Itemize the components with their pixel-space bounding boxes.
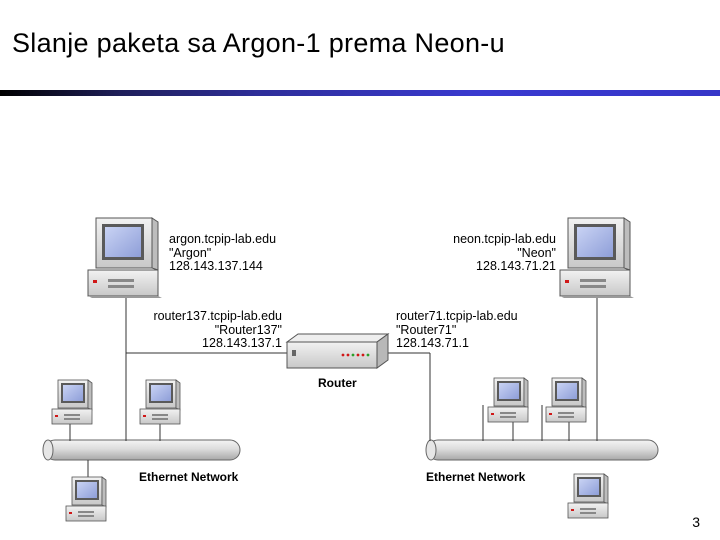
- router71-ip: 128.143.71.1: [396, 336, 469, 350]
- neon-host-label: neon.tcpip-lab.edu "Neon" 128.143.71.21: [453, 232, 556, 274]
- argon-hostname: argon.tcpip-lab.edu: [169, 232, 277, 246]
- desktop-computer-icon: [487, 377, 529, 423]
- neon-ip: 128.143.71.21: [476, 259, 556, 273]
- argon-host-label: argon.tcpip-lab.edu "Argon" 128.143.137.…: [169, 232, 277, 274]
- argon-ip: 128.143.137.144: [169, 259, 263, 273]
- neon-alias: "Neon": [517, 245, 556, 260]
- neon-workstation-icon: [559, 217, 635, 299]
- router-caption: Router: [318, 376, 357, 390]
- page-title: Slanje paketa sa Argon-1 prema Neon-u: [12, 28, 505, 58]
- argon-alias: "Argon": [169, 245, 212, 260]
- desktop-computer-icon: [139, 379, 181, 425]
- router137-ip: 128.143.137.1: [202, 336, 282, 350]
- ethernet-network-right-caption: Ethernet Network: [426, 470, 526, 484]
- router-icon: [285, 333, 390, 369]
- router137-alias: "Router137": [214, 322, 282, 337]
- router71-hostname: router71.tcpip-lab.edu: [396, 309, 518, 323]
- router71-label: router71.tcpip-lab.edu "Router71" 128.14…: [396, 309, 518, 351]
- ethernet-cable-right: [425, 439, 659, 461]
- desktop-computer-icon: [545, 377, 587, 423]
- title-divider: [0, 90, 720, 96]
- router71-alias: "Router71": [396, 322, 457, 337]
- page-number: 3: [692, 514, 700, 530]
- desktop-computer-icon: [51, 379, 93, 425]
- router137-hostname: router137.tcpip-lab.edu: [153, 309, 282, 323]
- ethernet-cable-left: [42, 439, 241, 461]
- ethernet-network-left-caption: Ethernet Network: [139, 470, 239, 484]
- desktop-computer-icon: [65, 476, 107, 522]
- desktop-computer-icon: [567, 473, 609, 519]
- router137-label: router137.tcpip-lab.edu "Router137" 128.…: [153, 309, 282, 351]
- neon-hostname: neon.tcpip-lab.edu: [453, 232, 556, 246]
- argon-workstation-icon: [87, 217, 163, 299]
